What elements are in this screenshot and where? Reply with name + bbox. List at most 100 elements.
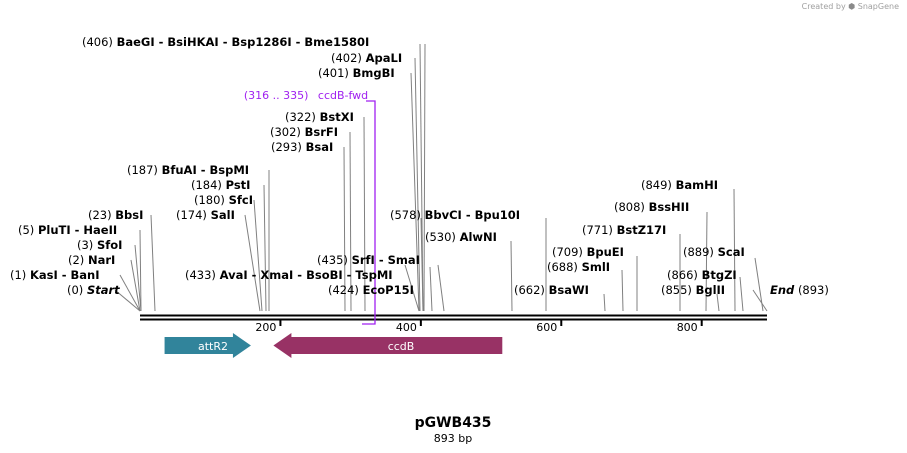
site-enzyme-name: BstXI [320,110,354,124]
restriction-site-label[interactable]: (0) Start [67,283,120,297]
site-enzyme-name: KasI [30,268,58,282]
primer-range: (316 .. 335) [244,89,309,102]
site-enzyme-name: AvaI [220,268,248,282]
site-position: (174) [176,208,207,222]
site-enzyme-name: - XmaI [248,268,294,282]
axis-tick-label: 400 [396,321,417,334]
restriction-site-label[interactable]: (433) AvaI - XmaI - BsoBI - TspMI [185,268,393,282]
site-enzyme-name: SmlI [582,260,611,274]
plasmid-length: 893 bp [434,432,472,445]
primer-name: ccdB-fwd [318,89,368,102]
site-position: (866) [667,268,698,282]
site-enzyme-name: BamHI [676,178,718,192]
site-position: (688) [547,260,578,274]
site-position: (402) [331,51,362,65]
site-position: (401) [318,66,349,80]
site-enzyme-name: BssHII [649,200,690,214]
feature-attR2[interactable] [164,333,251,358]
site-position: (889) [683,245,714,259]
site-position: (5) [18,223,34,237]
site-enzyme-name: SfoI [97,238,122,252]
restriction-site-label[interactable]: (401) BmgBI [318,66,395,80]
site-position: (424) [328,283,359,297]
axis-tick-label: 600 [536,321,557,334]
site-position: (662) [514,283,545,297]
site-enzyme-name: - BspMI [197,163,249,177]
primer-ccdB-fwd-marker[interactable] [362,100,376,325]
restriction-site-label[interactable]: (771) BstZ17I [582,223,666,237]
site-position: (893) [798,283,829,297]
site-enzyme-name: BmgBI [353,66,395,80]
site-position: (293) [271,140,302,154]
snapgene-logo-icon: ⬢ [848,2,856,11]
site-position: (709) [552,245,583,259]
restriction-site-label[interactable]: (530) AlwNI [425,230,497,244]
restriction-site-label[interactable]: (889) ScaI [683,245,745,259]
restriction-site-label[interactable]: (424) EcoP15I [328,283,414,297]
restriction-site-label[interactable]: (174) SalI [176,208,235,222]
site-enzyme-name: - Bsp1286I [219,35,292,49]
site-position: (3) [77,238,93,252]
restriction-site-label[interactable]: (709) BpuEI [552,245,624,259]
restriction-site-label[interactable]: (435) SrfI - SmaI [317,253,420,267]
site-enzyme-name: - SmaI [375,253,420,267]
restriction-site-labels: (0) Start(1) KasI - BanI(2) NarI(3) SfoI… [10,35,829,297]
restriction-site-label[interactable]: (187) BfuAI - BspMI [127,163,249,177]
site-enzyme-name: - HaeII [71,223,118,237]
site-position: (406) [82,35,113,49]
restriction-site-label[interactable]: (406) BaeGI - BsiHKAI - Bsp1286I - Bme15… [82,35,369,49]
restriction-site-label[interactable]: (808) BssHII [614,200,689,214]
restriction-site-label[interactable]: (3) SfoI [77,238,122,252]
site-leader-lines [114,43,768,312]
site-enzyme-name: BsaI [306,140,334,154]
site-position: (1) [10,268,26,282]
restriction-site-label[interactable]: (688) SmlI [547,260,610,274]
watermark-brand: SnapGene [857,2,899,11]
site-enzyme-name: BbvCI [425,208,462,222]
site-enzyme-name: BsrFI [305,125,338,139]
axis-tick-label: 800 [677,321,698,334]
site-enzyme-name: PstI [226,178,251,192]
restriction-site-label[interactable]: (855) BglII [661,283,725,297]
watermark-prefix: Created by [801,2,846,11]
site-position: (849) [641,178,672,192]
restriction-site-label[interactable]: (866) BtgZI [667,268,737,282]
site-enzyme-name: BfuAI [162,163,197,177]
site-position: (187) [127,163,158,177]
site-enzyme-name: SrfI [352,253,375,267]
restriction-site-label[interactable]: (2) NarI [68,253,115,267]
site-enzyme-name: BsaWI [549,283,589,297]
site-enzyme-name: ApaLI [366,51,403,65]
site-position: (530) [425,230,456,244]
restriction-site-label[interactable]: (5) PluTI - HaeII [18,223,117,237]
site-enzyme-name: - BanI [58,268,100,282]
site-enzyme-name: - Bme1580I [292,35,370,49]
site-enzyme-name: PluTI [38,223,71,237]
restriction-site-label[interactable]: (849) BamHI [641,178,718,192]
restriction-site-label[interactable]: (662) BsaWI [514,283,589,297]
restriction-site-label[interactable]: End (893) [770,283,829,297]
site-enzyme-name: - BsiHKAI [155,35,219,49]
site-position: (855) [661,283,692,297]
site-position: (578) [390,208,421,222]
site-enzyme-name: BaeGI [117,35,155,49]
restriction-site-label[interactable]: (578) BbvCI - Bpu10I [390,208,520,222]
feature-ccdB[interactable] [273,333,503,358]
restriction-site-label[interactable]: (322) BstXI [285,110,354,124]
restriction-site-label[interactable]: (402) ApaLI [331,51,402,65]
restriction-site-label[interactable]: (302) BsrFI [270,125,338,139]
site-position: (808) [614,200,645,214]
restriction-site-label[interactable]: (293) BsaI [271,140,333,154]
site-position: (184) [191,178,222,192]
site-enzyme-name: BglII [696,283,726,297]
restriction-site-label[interactable]: (180) SfcI [194,193,253,207]
primer-ccdB-fwd-label[interactable]: (316 .. 335) ccdB-fwd [244,89,368,102]
site-position: (23) [88,208,112,222]
restriction-site-label[interactable]: (23) BbsI [88,208,143,222]
site-enzyme-name: ScaI [718,245,745,259]
restriction-site-label[interactable]: (184) PstI [191,178,250,192]
restriction-site-label[interactable]: (1) KasI - BanI [10,268,100,282]
site-enzyme-name: BstZ17I [617,223,667,237]
